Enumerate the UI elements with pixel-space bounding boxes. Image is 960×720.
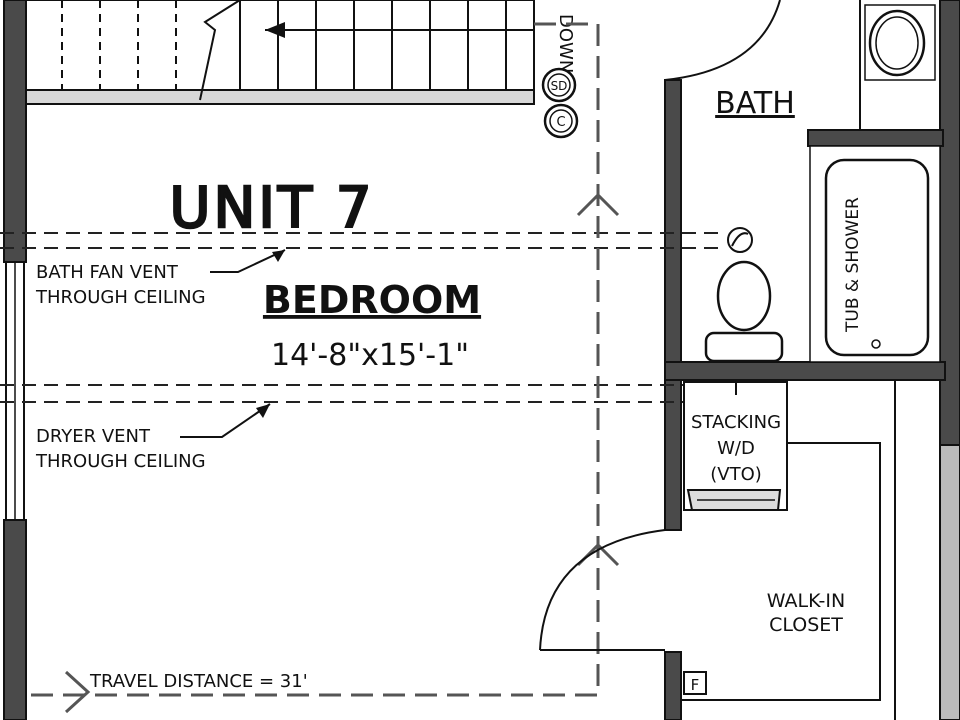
- co-detector-label: C: [556, 115, 565, 130]
- bath-door-swing: [664, 0, 781, 81]
- unit-title: UNIT 7: [169, 176, 374, 241]
- left-exterior-wall-lower: [3, 519, 27, 720]
- route-arrow-1: [576, 192, 620, 217]
- dryer-vent-note-line2: THROUGH CEILING: [35, 451, 206, 472]
- stacking-washer-dryer-icon: [683, 381, 788, 511]
- smoke-detector-icon: SD: [541, 67, 577, 103]
- window: [5, 261, 25, 521]
- washer-dryer-label-line3: (VTO): [710, 464, 762, 485]
- bath-fan-note-line1: BATH FAN VENT: [36, 262, 179, 283]
- closet-label-line1: WALK-IN: [767, 590, 845, 612]
- bath-fan-leader: [210, 249, 286, 273]
- bathtub-icon: [809, 145, 941, 363]
- closet-shelf-line: [681, 442, 881, 701]
- bath-label: BATH: [715, 86, 795, 121]
- bath-fan-note-line2: THROUGH CEILING: [35, 287, 206, 308]
- tub-north-wall: [807, 129, 944, 147]
- staircase: [25, 0, 535, 105]
- left-exterior-wall-upper: [3, 0, 27, 263]
- bath-south-wall: [664, 361, 946, 381]
- toilet-icon: [704, 260, 784, 363]
- dryer-vent-note-line1: DRYER VENT: [36, 426, 151, 447]
- right-wall-hatch: [939, 444, 960, 720]
- travel-distance-label: TRAVEL DISTANCE = 31': [89, 671, 308, 692]
- fire-symbol-label: F: [691, 676, 700, 694]
- room-name: BEDROOM: [263, 278, 481, 322]
- smoke-detector-label: SD: [551, 79, 568, 93]
- closet-label-line2: CLOSET: [769, 614, 843, 636]
- washer-dryer-label-line2: W/D: [717, 438, 755, 459]
- fire-extinguisher-symbol: F: [683, 671, 707, 695]
- tub-shower-label: TUB & SHOWER: [843, 197, 863, 333]
- route-arrow-3: [64, 670, 91, 714]
- dryer-vent-leader: [180, 403, 271, 438]
- co-detector-icon: C: [543, 103, 579, 139]
- closet-west-wall-lower: [664, 651, 682, 720]
- washer-dryer-label-line1: STACKING: [691, 412, 781, 433]
- bath-west-wall: [664, 79, 682, 366]
- bath-fan-icon: [727, 227, 753, 253]
- stair-down-label: DOWN: [555, 14, 576, 73]
- closet-west-wall: [664, 379, 682, 531]
- lavatory-sink-icon: [864, 4, 936, 81]
- closet-door-swing: [539, 529, 666, 651]
- egress-route: [26, 22, 600, 697]
- room-dimensions: 14'-8"x15'-1": [271, 338, 469, 373]
